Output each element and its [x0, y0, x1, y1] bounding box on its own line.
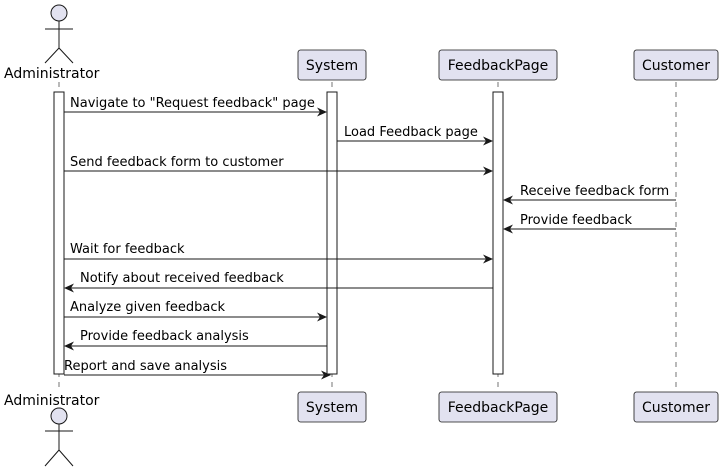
- arrow-right-icon: [317, 312, 327, 322]
- message-label: Wait for feedback: [70, 242, 185, 257]
- participant-system-bottom: System: [297, 391, 367, 423]
- arrow-right-icon: [483, 136, 493, 146]
- participant-administrator-top: Administrator: [4, 66, 100, 82]
- actor-head-icon: [50, 4, 68, 22]
- actor-head-icon: [50, 407, 68, 425]
- message-label: Load Feedback page: [344, 125, 478, 140]
- participant-feedback-page-label: FeedbackPage: [448, 400, 549, 416]
- participant-system-label: System: [306, 58, 358, 74]
- message-label: Provide feedback: [520, 213, 633, 228]
- message-label: Send feedback form to customer: [70, 155, 284, 170]
- arrow-right-icon: [321, 370, 331, 380]
- message-label: Analyze given feedback: [70, 300, 225, 315]
- actor-body-icon: [44, 424, 74, 467]
- message-8: Analyze given feedback: [64, 300, 327, 322]
- arrow-left-icon: [64, 341, 74, 351]
- participant-administrator-bottom: Administrator: [4, 393, 100, 409]
- message-6: Wait for feedback: [64, 242, 493, 264]
- message-5: Provide feedback: [503, 213, 676, 234]
- activation-feedback-page: [492, 91, 504, 375]
- message-9: Provide feedback analysis: [64, 329, 327, 351]
- arrow-left-icon: [64, 283, 74, 293]
- actor-body-icon: [44, 21, 74, 64]
- participant-feedback-page-label: FeedbackPage: [448, 58, 549, 74]
- message-2: Load Feedback page: [337, 125, 493, 146]
- participant-system-top: System: [297, 49, 367, 81]
- actor-administrator-top: [44, 4, 74, 64]
- activation-system: [326, 91, 338, 375]
- message-label: Navigate to "Request feedback" page: [70, 96, 315, 111]
- message-4: Receive feedback form: [503, 184, 676, 205]
- actor-administrator-bottom: [44, 407, 74, 467]
- participant-customer-label: Customer: [642, 400, 710, 416]
- participant-customer-label: Customer: [642, 58, 710, 74]
- arrow-left-icon: [503, 224, 513, 234]
- message-label: Provide feedback analysis: [80, 329, 249, 344]
- message-3: Send feedback form to customer: [64, 155, 493, 176]
- participant-customer-top: Customer: [633, 49, 719, 81]
- arrow-right-icon: [483, 254, 493, 264]
- message-label: Notify about received feedback: [80, 271, 284, 286]
- arrow-right-icon: [317, 107, 327, 117]
- message-10: Report and save analysis: [64, 359, 331, 380]
- participant-feedback-page-top: FeedbackPage: [438, 49, 558, 81]
- arrow-left-icon: [503, 195, 513, 205]
- message-1: Navigate to "Request feedback" page: [64, 96, 327, 117]
- arrow-right-icon: [483, 166, 493, 176]
- message-label: Report and save analysis: [64, 359, 227, 374]
- participant-system-label: System: [306, 400, 358, 416]
- activation-administrator: [53, 91, 65, 375]
- participant-customer-bottom: Customer: [633, 391, 719, 423]
- message-7: Notify about received feedback: [64, 271, 493, 293]
- message-label: Receive feedback form: [520, 184, 669, 199]
- participant-feedback-page-bottom: FeedbackPage: [438, 391, 558, 423]
